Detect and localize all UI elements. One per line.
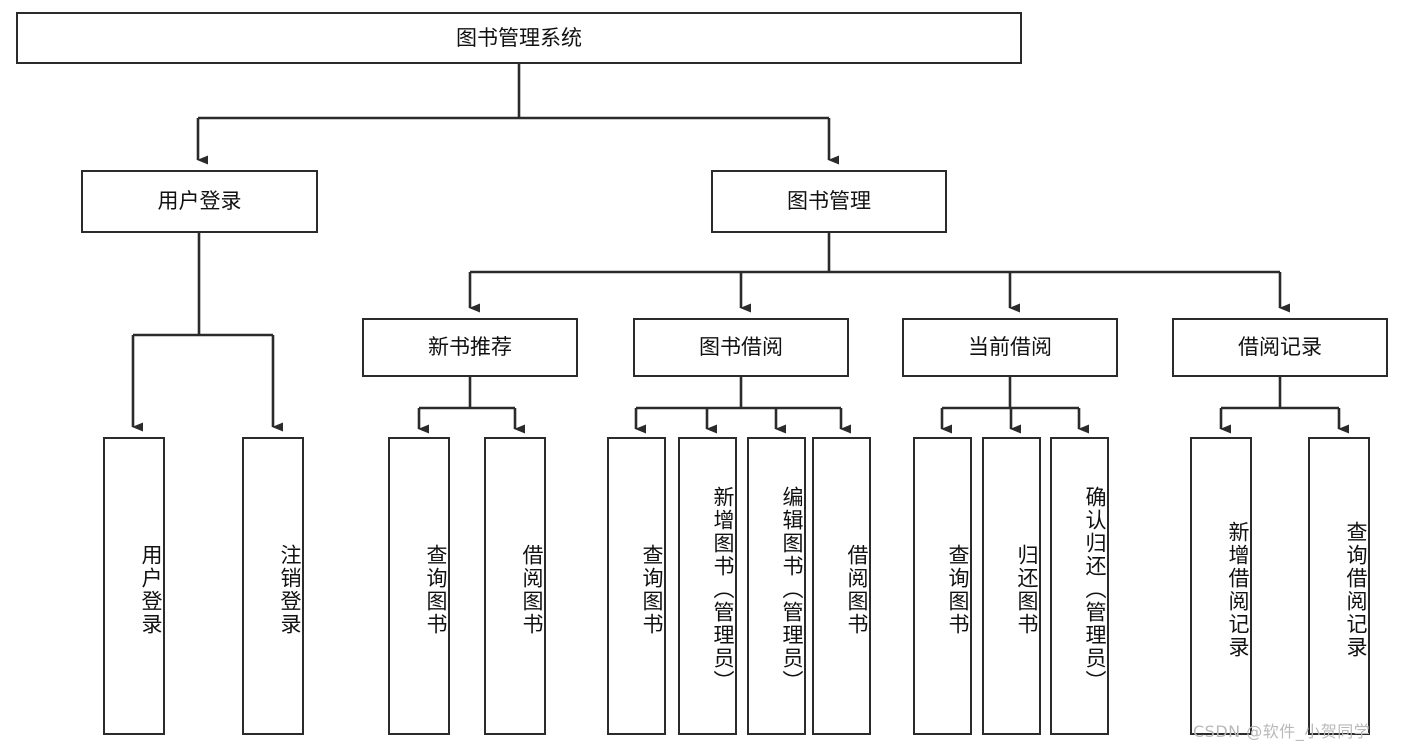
node-root[interactable]: 图书管理系统 <box>16 12 1022 64</box>
node-borrow-record[interactable]: 借阅记录 <box>1172 318 1388 377</box>
leaf-query-book-recommend[interactable]: 查询图书 <box>388 437 450 735</box>
leaf-add-book-admin[interactable]: 新增图书（管理员） <box>678 437 737 735</box>
leaf-query-book-borrow[interactable]: 查询图书 <box>607 437 666 735</box>
leaf-query-borrow-record[interactable]: 查询借阅记录 <box>1308 437 1370 735</box>
leaf-query-book-current[interactable]: 查询图书 <box>913 437 972 735</box>
leaf-return-book[interactable]: 归还图书 <box>982 437 1041 735</box>
node-book-management[interactable]: 图书管理 <box>711 170 947 233</box>
csdn-watermark: CSDN @软件_小贺同学 <box>1193 722 1371 741</box>
node-current-borrow[interactable]: 当前借阅 <box>902 318 1118 377</box>
leaf-logout[interactable]: 注销登录 <box>242 437 304 735</box>
leaf-add-borrow-record[interactable]: 新增借阅记录 <box>1190 437 1252 735</box>
node-new-book-recommend[interactable]: 新书推荐 <box>362 318 578 377</box>
leaf-user-login[interactable]: 用户登录 <box>103 437 165 735</box>
node-book-borrow[interactable]: 图书借阅 <box>633 318 849 377</box>
leaf-edit-book-admin[interactable]: 编辑图书（管理员） <box>747 437 806 735</box>
leaf-confirm-return-admin[interactable]: 确认归还（管理员） <box>1050 437 1109 735</box>
node-user-login[interactable]: 用户登录 <box>81 170 318 233</box>
leaf-borrow-book-recommend[interactable]: 借阅图书 <box>484 437 546 735</box>
leaf-borrow-book[interactable]: 借阅图书 <box>812 437 871 735</box>
